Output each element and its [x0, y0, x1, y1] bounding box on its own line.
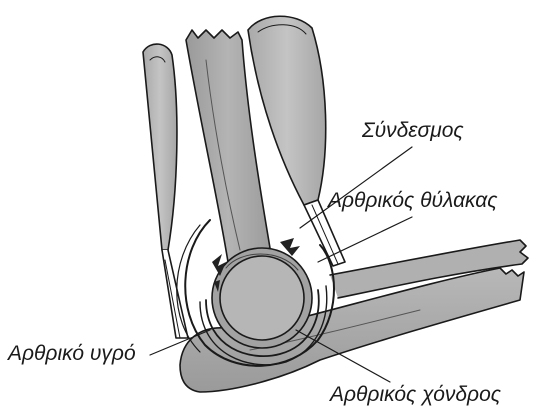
- bone-head: [212, 248, 312, 348]
- label-joint-capsule: Αρθρικός θύλακας: [328, 190, 497, 211]
- label-ligament: Σύνδεσμος: [362, 120, 464, 141]
- label-articular-cartilage: Αρθρικός χόνδρος: [330, 384, 501, 405]
- label-synovial-fluid: Αρθρικό υγρό: [8, 343, 136, 364]
- left-muscle: [143, 44, 188, 338]
